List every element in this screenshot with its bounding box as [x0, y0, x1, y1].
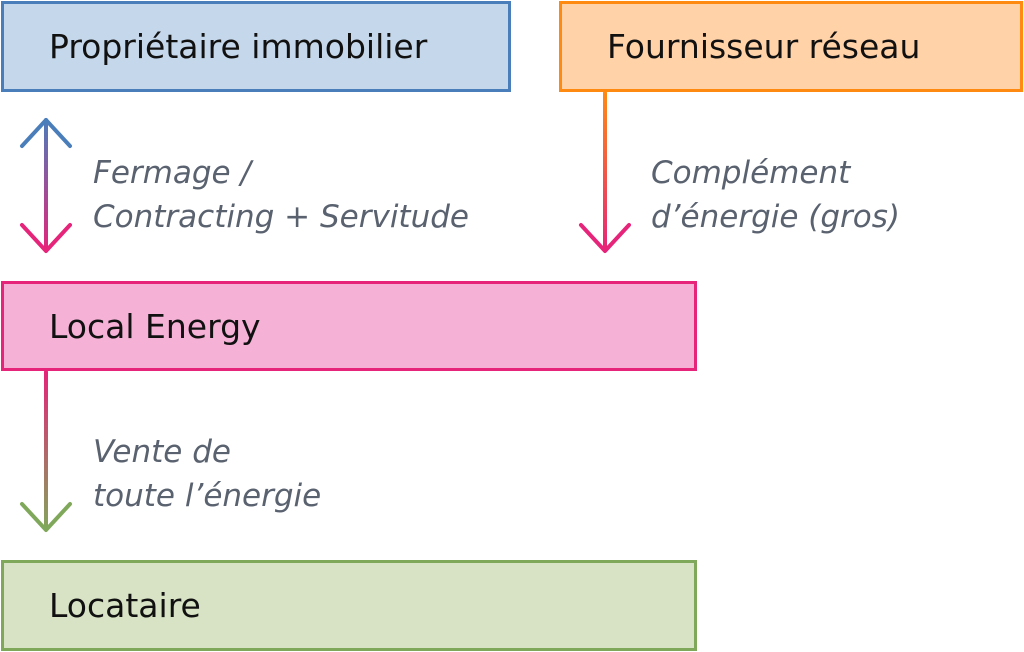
- edge-supplement-line2: d’énergie (gros): [651, 199, 901, 235]
- edge-lease-line1: Fermage /: [93, 155, 251, 191]
- edge-sale-label: Vente de toute l’énergie: [93, 430, 321, 518]
- edge-supplement-arrow: [579, 91, 631, 253]
- edge-lease-label: Fermage / Contracting + Servitude: [93, 151, 469, 239]
- node-supplier-label: Fournisseur réseau: [607, 27, 921, 66]
- node-tenant-label: Locataire: [49, 586, 201, 625]
- edge-sale-line1: Vente de: [93, 434, 231, 470]
- node-tenant: Locataire: [1, 560, 697, 651]
- edge-lease-line2: Contracting + Servitude: [93, 199, 469, 235]
- node-local-energy-label: Local Energy: [49, 306, 261, 346]
- edge-lease-arrow: [20, 118, 72, 253]
- node-local-energy: Local Energy: [1, 281, 697, 371]
- node-owner-label: Propriétaire immobilier: [49, 27, 428, 66]
- node-owner: Propriétaire immobilier: [1, 1, 511, 92]
- edge-supplement-line1: Complément: [651, 155, 851, 191]
- edge-supplement-label: Complément d’énergie (gros): [651, 151, 900, 239]
- edge-sale-arrow: [20, 370, 72, 532]
- edge-sale-line2: toute l’énergie: [93, 478, 322, 514]
- node-supplier: Fournisseur réseau: [559, 1, 1023, 92]
